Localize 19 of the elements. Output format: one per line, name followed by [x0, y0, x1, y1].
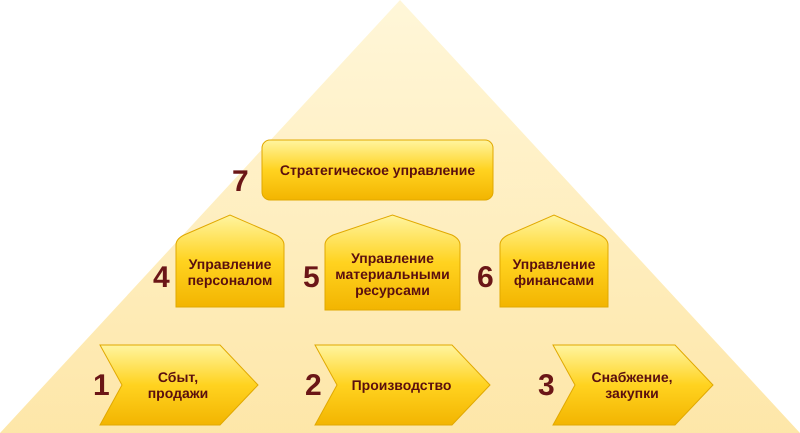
step-number: 6: [477, 262, 494, 294]
step-number: 2: [305, 370, 322, 402]
step-number: 3: [538, 370, 555, 402]
rounded-box: [262, 140, 493, 200]
node-label: Производство: [352, 377, 452, 393]
step-number: 4: [153, 262, 170, 294]
pentagon-box: [500, 215, 608, 307]
step-number: 5: [303, 262, 320, 294]
pentagon-box: [325, 215, 460, 310]
node-label: Управление персоналом: [186, 256, 274, 288]
step-number: 1: [93, 370, 110, 402]
node-label: Стратегическое управление: [280, 162, 476, 178]
pentagon-box: [176, 215, 284, 307]
node-label: Управление финансами: [512, 256, 596, 288]
step-number: 7: [232, 166, 249, 198]
node-label: Снабжение, закупки: [590, 369, 674, 401]
node-label: Управление материальными ресурсами: [334, 250, 451, 298]
chevron-box: [553, 345, 713, 425]
node-label: Сбыт, продажи: [146, 369, 210, 401]
